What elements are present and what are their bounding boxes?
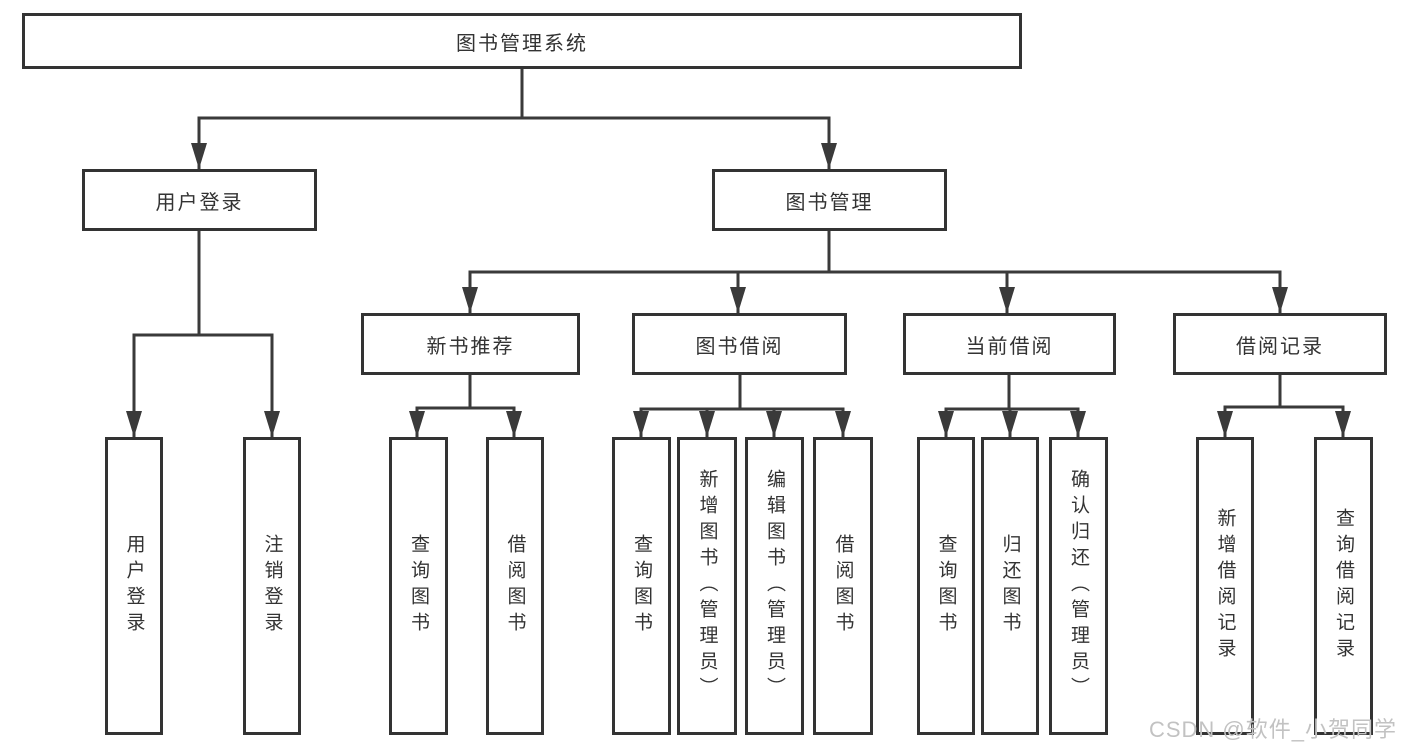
node-leaf-query-books-current: 查询图书 [917,437,975,735]
node-leaf-add-borrow-record: 新增借阅记录 [1196,437,1254,735]
leaf-label: 查询图书 [935,534,957,638]
leaf-label: 借阅图书 [832,534,854,638]
leaf-label: 编辑图书（管理员） [764,469,785,703]
node-leaf-edit-books-admin: 编辑图书（管理员） [745,437,804,735]
node-leaf-query-borrow-record: 查询借阅记录 [1314,437,1373,735]
node-root: 图书管理系统 [22,13,1022,69]
node-current-borrow: 当前借阅 [903,313,1116,375]
leaf-label: 用户登录 [123,534,145,638]
leaf-label: 借阅图书 [504,534,526,638]
leaf-label: 查询图书 [631,534,652,638]
node-leaf-add-books-admin: 新增图书（管理员） [677,437,737,735]
node-leaf-user-login: 用户登录 [105,437,163,735]
node-borrow-records: 借阅记录 [1173,313,1387,375]
node-leaf-borrow-books: 借阅图书 [813,437,873,735]
leaf-label: 确认归还（管理员） [1068,469,1089,703]
node-leaf-query-books-recommend: 查询图书 [389,437,448,735]
leaf-label: 新增图书（管理员） [696,469,718,703]
node-leaf-borrow-books-recommend: 借阅图书 [486,437,544,735]
node-book-management: 图书管理 [712,169,947,231]
node-leaf-confirm-return-admin: 确认归还（管理员） [1049,437,1108,735]
leaf-label: 归还图书 [999,534,1021,638]
node-new-book-recommend: 新书推荐 [361,313,580,375]
node-leaf-logout: 注销登录 [243,437,301,735]
leaf-label: 新增借阅记录 [1214,508,1236,664]
leaf-label: 查询借阅记录 [1333,508,1354,664]
node-leaf-query-books-borrow: 查询图书 [612,437,671,735]
node-leaf-return-books: 归还图书 [981,437,1039,735]
leaf-label: 查询图书 [408,534,429,638]
node-book-borrow: 图书借阅 [632,313,847,375]
csdn-watermark: CSDN @软件_小贺同学 [1148,717,1397,742]
node-user-login: 用户登录 [82,169,317,231]
leaf-label: 注销登录 [261,534,283,638]
